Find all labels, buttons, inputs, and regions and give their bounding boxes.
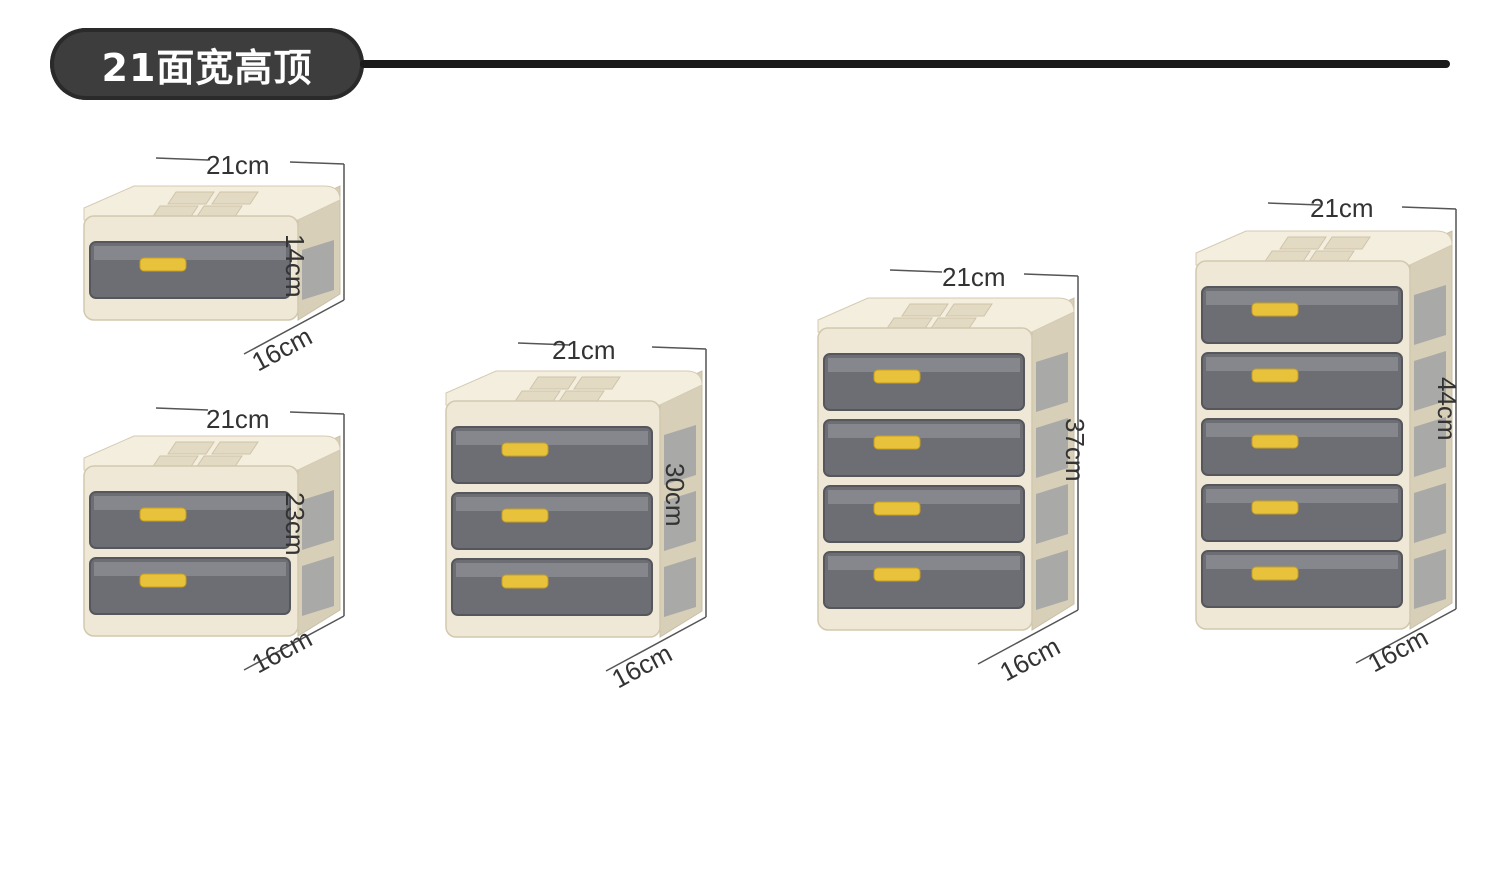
width-dimension-line — [1267, 202, 1321, 206]
top-compartment — [1195, 230, 1453, 266]
compartment-cell — [211, 441, 259, 455]
side-window — [1414, 285, 1446, 345]
top-compartment — [445, 370, 703, 406]
organizer-2-drawers: 21cm 23cm 16cm — [78, 400, 358, 700]
height-label: 37cm — [1060, 418, 1090, 482]
top-compartment — [83, 185, 341, 221]
drawer-glare — [1206, 291, 1398, 305]
side-window — [302, 490, 334, 550]
width-label: 21cm — [206, 404, 270, 434]
drawer-glare — [828, 358, 1020, 372]
compartment-cell — [573, 376, 621, 390]
organizer-5-drawers: 21cm 44cm 16cm — [1190, 195, 1480, 695]
drawer-handle — [1251, 368, 1299, 383]
side-window — [1414, 549, 1446, 609]
drawer-handle — [139, 573, 187, 588]
drawer-glare — [828, 424, 1020, 438]
drawer-handle — [1251, 500, 1299, 515]
compartment-cell — [1279, 236, 1327, 250]
compartment-cell — [211, 191, 259, 205]
side-window — [302, 240, 334, 300]
drawer-handle — [139, 507, 187, 522]
drawer-handle — [873, 435, 921, 450]
drawer-handle — [139, 257, 187, 272]
organizer-4-drawers: 21cm 37cm 16cm — [812, 262, 1102, 702]
organizer-illustration — [817, 269, 1079, 665]
top-compartment — [83, 435, 341, 471]
height-label: 23cm — [280, 492, 310, 556]
drawer-glare — [1206, 357, 1398, 371]
drawer-handle — [501, 442, 549, 457]
organizer-illustration — [83, 407, 345, 671]
compartment-cell — [1323, 236, 1371, 250]
drawer-handle — [1251, 434, 1299, 449]
compartment-cell — [901, 303, 949, 317]
width-label: 21cm — [1310, 193, 1374, 223]
compartment-cell — [167, 191, 215, 205]
width-label: 21cm — [206, 150, 270, 180]
side-window — [1414, 417, 1446, 477]
drawer-handle — [1251, 566, 1299, 581]
height-label: 30cm — [660, 463, 690, 527]
organizer-1-drawer: 21cm 14cm 16cm — [78, 150, 358, 380]
width-dimension-line — [155, 157, 209, 161]
side-window — [1414, 351, 1446, 411]
width-label: 21cm — [552, 335, 616, 365]
organizer-illustration — [445, 342, 707, 672]
drawer-handle — [501, 574, 549, 589]
drawer-handle — [873, 501, 921, 516]
top-compartment — [817, 297, 1075, 333]
width-dimension-line — [1023, 273, 1079, 277]
drawer-glare — [94, 562, 286, 576]
section-title-badge: 21面宽高顶 — [50, 28, 364, 100]
side-window — [1036, 418, 1068, 478]
depth-dimension-line — [977, 609, 1079, 665]
width-dimension-line — [289, 411, 345, 415]
side-window — [664, 425, 696, 485]
width-dimension-line — [155, 407, 209, 411]
width-dimension-line — [289, 161, 345, 165]
drawer-handle — [501, 508, 549, 523]
side-window — [1036, 484, 1068, 544]
compartment-cell — [529, 376, 577, 390]
organizer-3-drawers: 21cm 30cm 16cm — [440, 335, 720, 715]
side-window — [664, 491, 696, 551]
depth-dimension-line — [243, 299, 345, 355]
organizer-illustration — [83, 157, 345, 355]
height-label: 44cm — [1432, 377, 1462, 441]
width-dimension-line — [517, 342, 571, 346]
depth-dimension-line — [1355, 608, 1457, 664]
drawer-glare — [828, 490, 1020, 504]
drawer-glare — [94, 496, 286, 510]
side-window — [1036, 550, 1068, 610]
compartment-cell — [167, 441, 215, 455]
drawer-glare — [456, 431, 648, 445]
side-window — [1036, 352, 1068, 412]
width-dimension-line — [889, 269, 943, 273]
section-title: 21面宽高顶 — [101, 45, 313, 90]
side-window — [302, 556, 334, 616]
width-label: 21cm — [942, 262, 1006, 292]
compartment-cell — [945, 303, 993, 317]
drawer-glare — [456, 497, 648, 511]
side-window — [1414, 483, 1446, 543]
drawer-handle — [873, 567, 921, 582]
drawer-glare — [94, 246, 286, 260]
width-dimension-line — [651, 346, 707, 350]
drawer-glare — [1206, 423, 1398, 437]
side-window — [664, 557, 696, 617]
drawer-glare — [828, 556, 1020, 570]
drawer-glare — [1206, 555, 1398, 569]
title-divider-line — [360, 60, 1450, 68]
drawer-handle — [873, 369, 921, 384]
depth-dimension-line — [243, 615, 345, 671]
depth-dimension-line — [605, 616, 707, 672]
drawer-handle — [1251, 302, 1299, 317]
organizer-illustration — [1195, 202, 1457, 664]
width-dimension-line — [1401, 206, 1457, 210]
height-label: 14cm — [280, 234, 310, 298]
drawer-glare — [1206, 489, 1398, 503]
drawer-glare — [456, 563, 648, 577]
